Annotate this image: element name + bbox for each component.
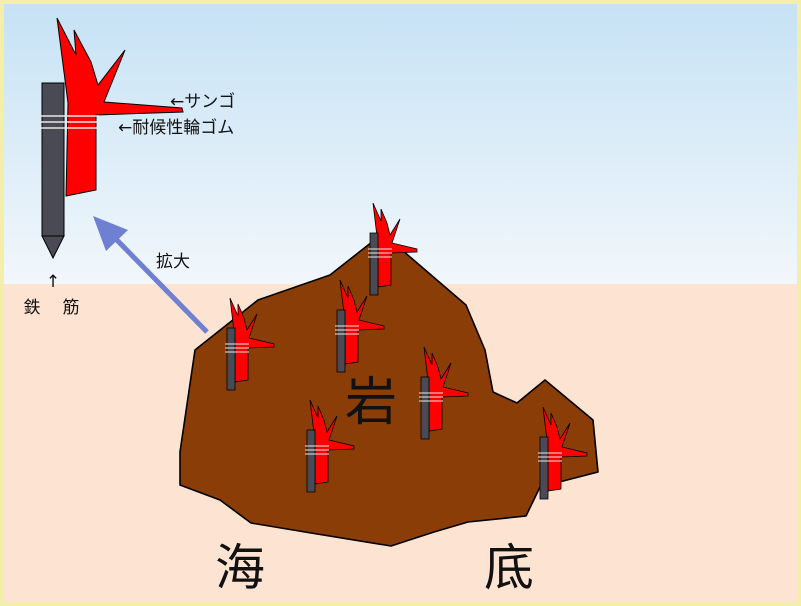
rebar [306,429,316,493]
coral [339,279,385,365]
rebar [369,232,379,296]
rubber-band [419,392,443,402]
rebar-label-2: 筋 [63,298,80,318]
coral [372,202,418,288]
zoom-arrow [93,216,209,334]
coral-stake [225,297,275,391]
sky [4,4,797,284]
coral-stake [335,279,385,373]
coral [309,399,355,485]
rubber-band [335,325,359,335]
coral-stake [368,202,418,296]
zoom-label: 拡大 [156,252,190,272]
coral-stake [305,399,355,493]
rebar [226,327,236,391]
seabed-label-1: 海 [215,539,265,597]
zoomed-coral [56,17,184,197]
rebar-label-1: 鉄 [24,298,41,318]
rubber-band [305,445,329,455]
rock-mound [179,241,599,547]
rubber-band [225,343,249,353]
coral-stake [419,346,469,440]
rubber-band-label: ←耐候性輪ゴム [118,117,234,138]
seabed-label-2: 底 [484,539,534,597]
rebar [420,376,430,440]
zoomed-coral-stake [38,17,184,260]
rebar [336,309,346,373]
coral-label: ←サンゴ [170,91,235,112]
coral [229,297,275,383]
rebar-arrow: ↑ [46,272,60,292]
zoomed-rebar [41,82,65,237]
coral-stake [538,406,588,500]
coral-stakes [225,202,588,500]
zoomed-rubber-band [38,115,99,129]
coral [423,346,469,432]
zoomed-rebar-tip [41,235,65,260]
rubber-band [368,248,392,258]
rebar [539,436,549,500]
rubber-band [538,452,562,462]
coral [542,406,588,492]
rock-label: 岩 [345,373,397,433]
